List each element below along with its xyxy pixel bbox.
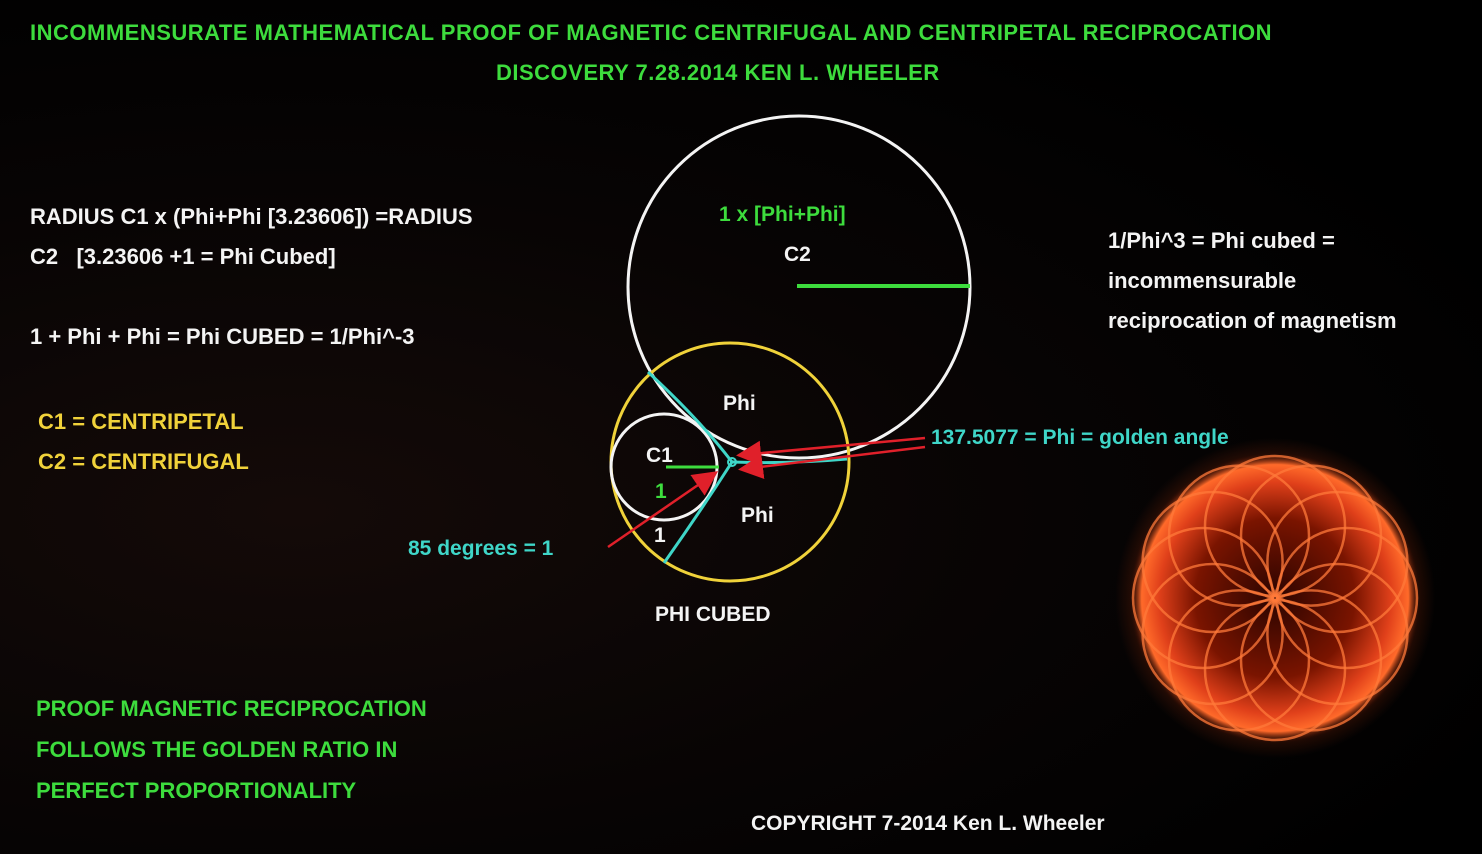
torus-ring: [1239, 464, 1383, 607]
right-text-line2: incommensurable: [1108, 268, 1297, 293]
cyan-arc-lower: [662, 461, 734, 564]
page-title-line1: INCOMMENSURATE MATHEMATICAL PROOF OF MAG…: [30, 20, 1273, 45]
c1-label: C1: [646, 444, 673, 467]
c1-radius-value: 1: [655, 480, 667, 503]
cyan-arc-upper: [646, 370, 734, 463]
proof-line3: PERFECT PROPORTIONALITY: [36, 778, 357, 803]
c2-label: C2: [784, 243, 811, 266]
phi-upper-label: Phi: [723, 392, 756, 415]
c1-definition: C1 = CENTRIPETAL: [38, 409, 244, 434]
phi-cubed-label: PHI CUBED: [655, 603, 771, 626]
torus-ring: [1266, 490, 1409, 634]
copyright-text: COPYRIGHT 7-2014 Ken L. Wheeler: [751, 812, 1105, 835]
golden-angle-arrow-upper: [736, 436, 926, 466]
phi-lower-label: Phi: [741, 504, 774, 527]
proof-line2: FOLLOWS THE GOLDEN RATIO IN: [36, 737, 398, 762]
proof-line1: PROOF MAGNETIC RECIPROCATION: [36, 696, 427, 721]
c2-formula-label: 1 x [Phi+Phi]: [719, 203, 846, 226]
golden-angle-label: 137.5077 = Phi = golden angle: [931, 426, 1229, 449]
golden-angle-arrow-lower: [738, 445, 926, 480]
radius-text-line2: C2 [3.23606 +1 = Phi Cubed]: [30, 244, 336, 269]
degrees-label: 85 degrees = 1: [408, 537, 554, 560]
degrees-arrow: [607, 471, 719, 549]
right-text-line3: reciprocation of magnetism: [1108, 308, 1397, 333]
center-point: [727, 457, 737, 467]
page-title-line2: DISCOVERY 7.28.2014 KEN L. WHEELER: [496, 60, 940, 85]
phi-cubed-equation: 1 + Phi + Phi = Phi CUBED = 1/Phi^-3: [30, 324, 415, 349]
c1-one-lower-label: 1: [654, 524, 666, 547]
right-text-line1: 1/Phi^3 = Phi cubed =: [1108, 228, 1335, 253]
c2-definition: C2 = CENTRIFUGAL: [38, 449, 249, 474]
glowing-torus-image: [1115, 438, 1435, 758]
radius-text-line1: RADIUS C1 x (Phi+Phi [3.23606]) =RADIUS: [30, 204, 473, 229]
